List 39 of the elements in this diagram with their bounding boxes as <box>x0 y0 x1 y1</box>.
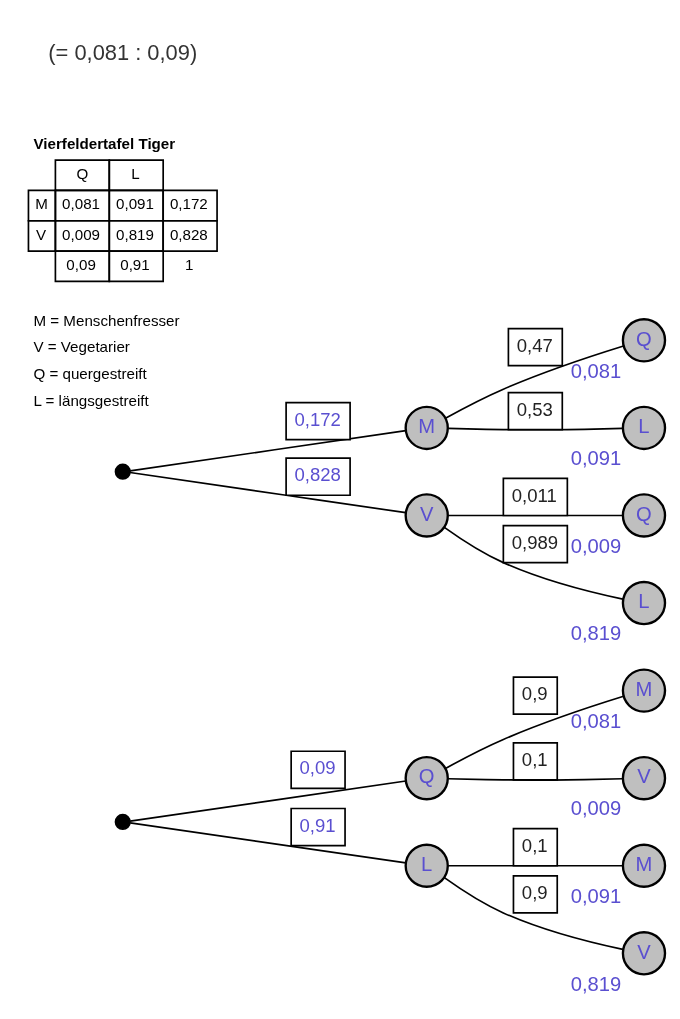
label: 0,009 <box>62 225 101 243</box>
edge-label: 0,9 <box>521 881 548 903</box>
edge-label: 0,47 <box>516 334 553 356</box>
edge-label: 0,53 <box>516 398 553 420</box>
edge-label: 0,1 <box>521 748 548 770</box>
node-label: 0,009 <box>570 534 622 557</box>
label: M = Menschenfresser <box>33 311 180 329</box>
edge-label: 0,9 <box>521 682 548 704</box>
label: 0,091 <box>116 194 154 212</box>
label: 0,172 <box>169 194 208 212</box>
node-label: 0,091 <box>570 884 622 907</box>
node-label: 0,081 <box>570 709 622 732</box>
edge-label: 0,172 <box>294 408 341 430</box>
label: Q = quergestreift <box>33 364 147 382</box>
label: 0,828 <box>169 225 208 243</box>
label: L = längsgestreift <box>33 391 149 409</box>
label: 0,09 <box>66 255 96 273</box>
label: (= 0,081 : 0,09) <box>48 39 198 65</box>
node-label: 0,819 <box>570 621 622 644</box>
node-label: 0,819 <box>570 972 622 995</box>
label: V = Vegetarier <box>33 337 130 355</box>
node-label: 0,009 <box>570 796 622 819</box>
node-label: 0,081 <box>570 359 622 382</box>
edge-label: 0,989 <box>511 531 559 553</box>
edge-label: 0,1 <box>521 834 548 856</box>
label: M <box>35 194 48 212</box>
label: Vierfeldertafel Tiger <box>33 134 176 152</box>
node-label: 0,091 <box>570 446 622 469</box>
label: V <box>36 225 47 243</box>
label: L <box>131 164 140 182</box>
label: Q <box>76 164 89 182</box>
label: 0,819 <box>116 225 154 243</box>
edge-label: 0,828 <box>294 463 341 485</box>
edge-label: 0,09 <box>299 756 336 778</box>
edge-label: 0,91 <box>299 814 336 836</box>
edge-label: 0,011 <box>511 484 557 506</box>
label: 0,91 <box>120 255 150 273</box>
label: 0,081 <box>62 194 101 212</box>
label: 1 <box>185 255 194 273</box>
